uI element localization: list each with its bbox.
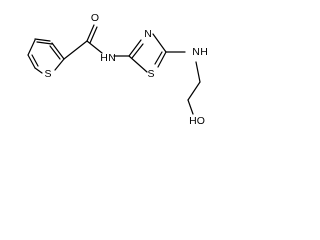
amine-hydrogen-label: H <box>200 46 208 58</box>
amide-nitrogen-label: N <box>108 52 116 64</box>
thiophene-ring <box>27 38 65 74</box>
amine-nitrogen-label: N <box>192 46 200 58</box>
hydroxyl-label: HO <box>189 115 205 127</box>
hydroxyethyl-amine-chain <box>165 51 201 115</box>
structure-diagram: O S N H N S N H HO <box>27 12 208 127</box>
amide-hydrogen-label: H <box>100 52 108 64</box>
thiazole-ring <box>113 33 167 73</box>
amide-linkage <box>63 24 103 60</box>
thiazole-nitrogen-label: N <box>144 28 152 40</box>
thiophene-sulfur-label: S <box>44 68 51 80</box>
carbonyl-oxygen-label: O <box>91 12 99 24</box>
thiazole-sulfur-label: S <box>147 68 154 80</box>
